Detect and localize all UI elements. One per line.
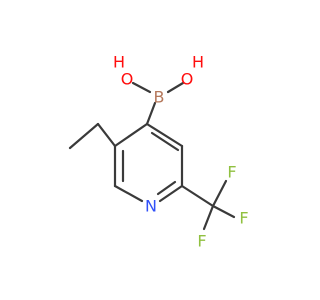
bond-ch2-ch3: [68, 122, 100, 150]
atom-h-right: H: [192, 53, 204, 72]
molecule-structure: H O H O B N F F F: [68, 53, 249, 251]
atom-o-left: O: [121, 70, 134, 89]
bond-c4-c3: [145, 122, 184, 148]
atom-nitrogen: N: [145, 197, 157, 216]
bond-c5-ch2: [96, 122, 117, 148]
bond-b-o-right: [166, 81, 185, 94]
molecule-canvas: H O H O B N F F F: [68, 52, 249, 251]
bond-cf3-f-bottom: [202, 204, 215, 231]
bond-c4-b: [145, 101, 157, 126]
atom-o-right: O: [181, 70, 194, 89]
bond-c2-n-inner: [156, 180, 177, 196]
bond-cf3-f-mid: [211, 204, 236, 219]
bond-c2-cf3: [180, 184, 215, 208]
atom-fluorine-bottom: F: [197, 232, 206, 251]
bond-n-c6: [113, 184, 144, 203]
bond-c2-n: [158, 184, 184, 203]
bond-c3-c3-inner: [150, 131, 180, 152]
atom-fluorine-mid: F: [239, 209, 248, 228]
atom-fluorine-top: F: [227, 163, 236, 182]
bond-c5-c4: [113, 122, 149, 148]
atom-h-left: H: [113, 53, 125, 72]
bond-cf3-f-top: [211, 179, 228, 208]
bond-b-o-left: [131, 81, 152, 94]
atom-boron: B: [154, 88, 165, 107]
